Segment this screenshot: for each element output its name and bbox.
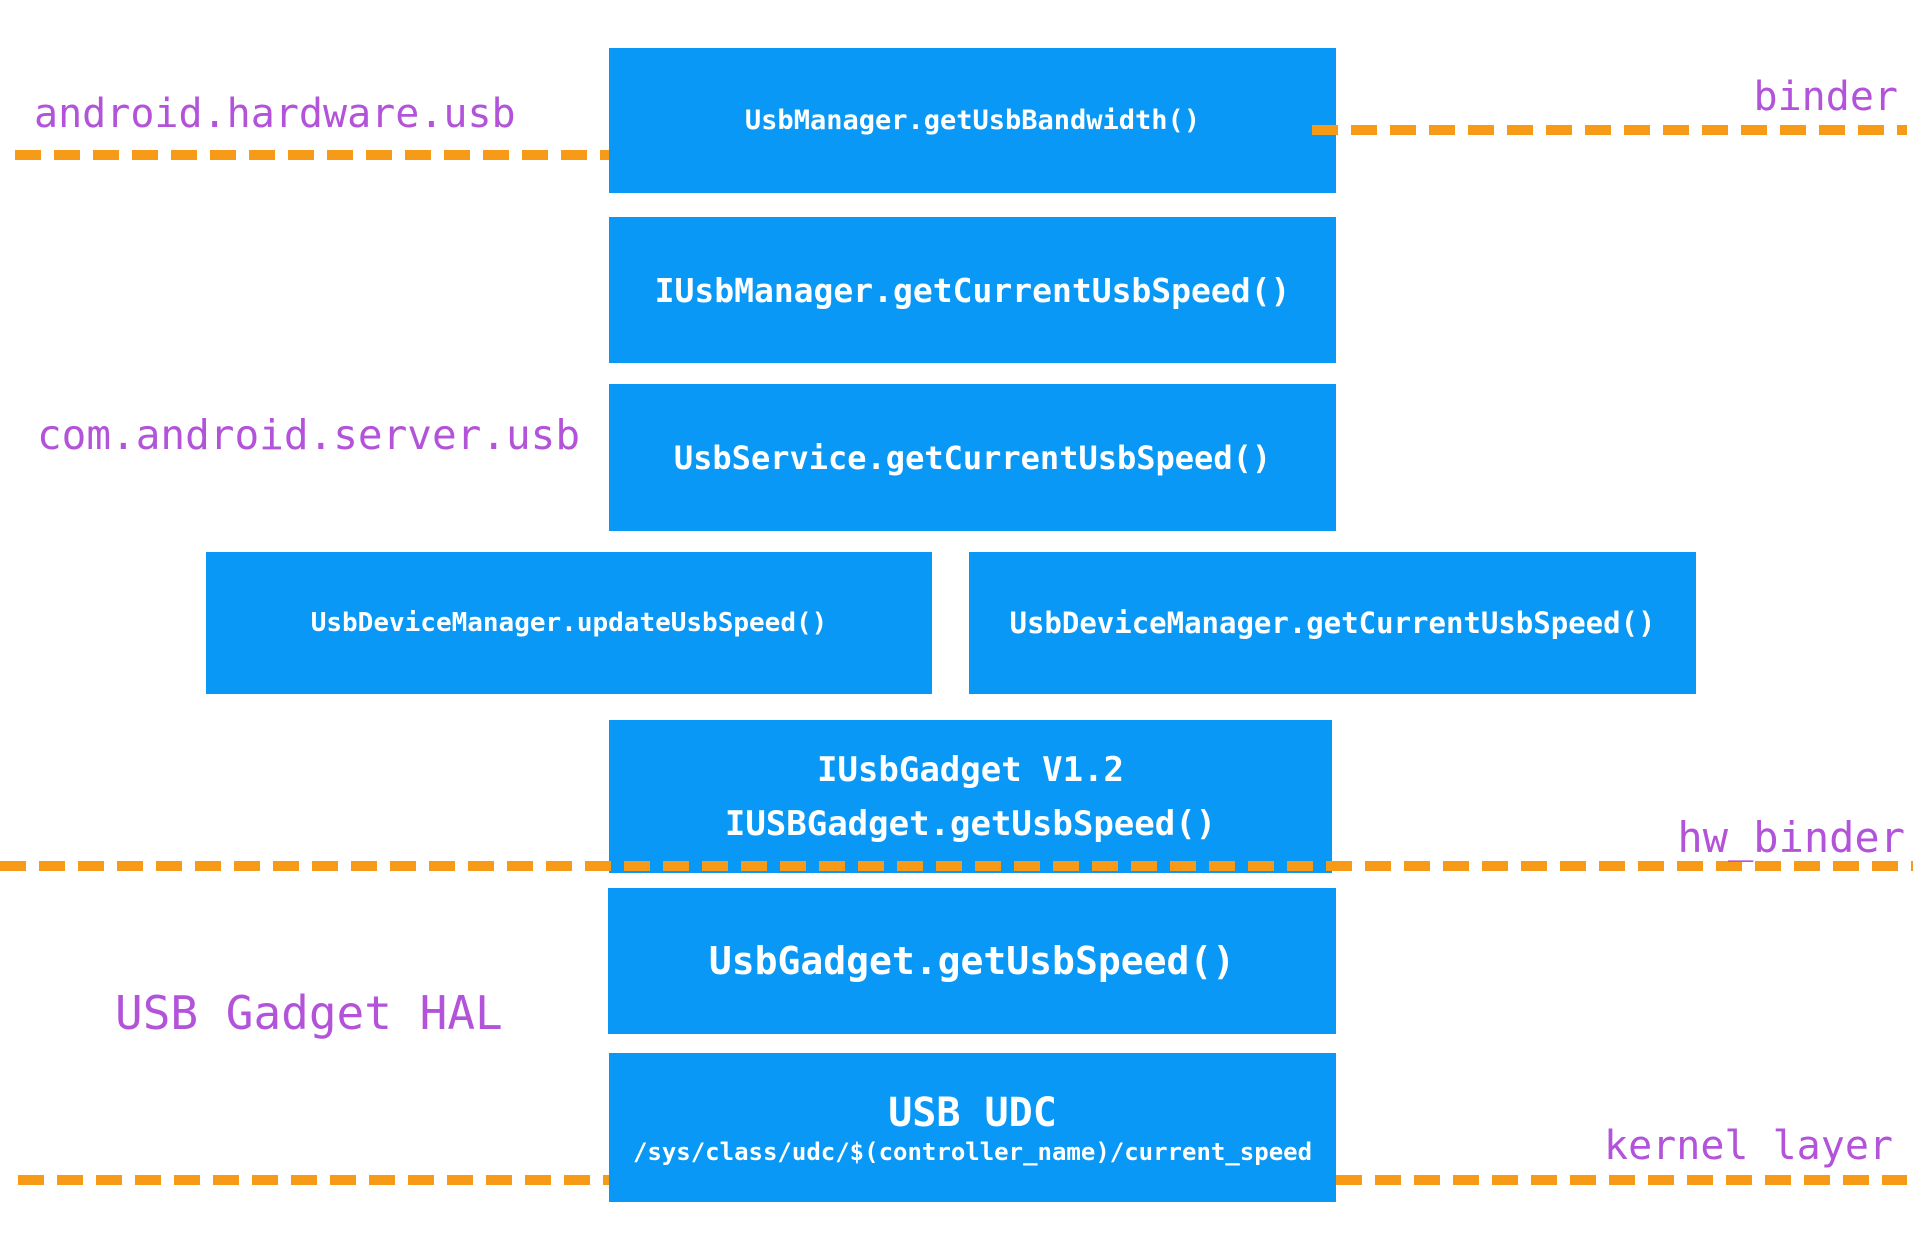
binder-layer-divider-left-segment — [15, 150, 609, 160]
box-usbdevicemanager-getcurrentusbspeed-text: UsbDeviceManager.getCurrentUsbSpeed() — [1009, 606, 1656, 640]
box-usbdevicemanager-updateusbspeed-text: UsbDeviceManager.updateUsbSpeed() — [310, 608, 828, 638]
box-usbgadget-getusbspeed: UsbGadget.getUsbSpeed() — [608, 888, 1336, 1034]
label-usb-gadget-hal: USB Gadget HAL — [115, 986, 503, 1040]
box-usbmanager-getusbbandwidth: UsbManager.getUsbBandwidth() — [609, 48, 1336, 193]
box-usbdevicemanager-getcurrentusbspeed: UsbDeviceManager.getCurrentUsbSpeed() — [969, 552, 1696, 694]
box-usbdevicemanager-updateusbspeed: UsbDeviceManager.updateUsbSpeed() — [206, 552, 932, 694]
box-usbservice-getcurrentusbspeed-text: UsbService.getCurrentUsbSpeed() — [673, 438, 1272, 477]
binder-layer-divider-right-segment — [1312, 125, 1907, 135]
box-usbmanager-getusbbandwidth-text: UsbManager.getUsbBandwidth() — [744, 105, 1201, 136]
box-usbservice-getcurrentusbspeed: UsbService.getCurrentUsbSpeed() — [609, 384, 1336, 531]
box-iusbgadget-getusbspeed-text: IUSBGadget.getUsbSpeed() — [724, 803, 1217, 844]
box-usb-udc-title: USB UDC — [888, 1089, 1057, 1136]
label-android-hardware-usb: android.hardware.usb — [34, 91, 516, 137]
hw-binder-layer-divider — [0, 861, 1913, 871]
label-kernel-layer: kernel layer — [1604, 1123, 1893, 1169]
box-iusbmanager-getcurrentusbspeed-text: IUsbManager.getCurrentUsbSpeed() — [654, 270, 1291, 310]
label-binder: binder — [1753, 74, 1899, 120]
label-hw-binder: hw_binder — [1677, 813, 1905, 862]
kernel-layer-divider-left-segment — [18, 1175, 609, 1185]
box-usbgadget-getusbspeed-text: UsbGadget.getUsbSpeed() — [708, 939, 1236, 983]
box-usb-udc: USB UDC /sys/class/udc/$(controller_name… — [609, 1053, 1336, 1202]
box-usb-udc-sysfs-path: /sys/class/udc/$(controller_name)/curren… — [632, 1137, 1313, 1166]
label-com-android-server-usb: com.android.server.usb — [37, 411, 581, 459]
box-iusbgadget: IUsbGadget V1.2 IUSBGadget.getUsbSpeed() — [609, 720, 1332, 873]
kernel-layer-divider-right-segment — [1336, 1175, 1907, 1185]
box-iusbmanager-getcurrentusbspeed: IUsbManager.getCurrentUsbSpeed() — [609, 217, 1336, 363]
box-iusbgadget-version-text: IUsbGadget V1.2 — [816, 749, 1125, 790]
